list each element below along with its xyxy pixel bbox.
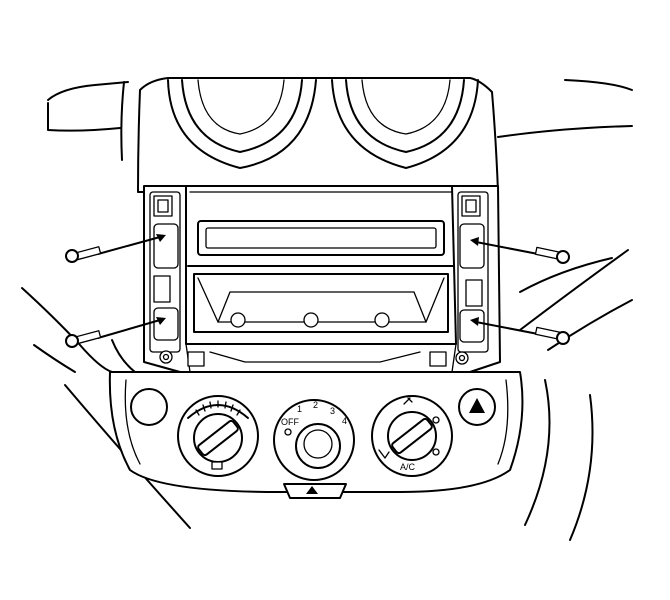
left-air-vent [167, 79, 317, 169]
screw-upper-left [65, 234, 166, 263]
temperature-dial-icon [195, 400, 241, 416]
fan-speed-4-label: 4 [342, 416, 347, 426]
cd-slot [197, 220, 445, 256]
screw-upper-right [470, 237, 570, 264]
bilevel-mode-icon [432, 416, 440, 424]
fan-icon [284, 428, 292, 436]
mode-knob[interactable]: A/C [371, 395, 453, 477]
tray-button [374, 312, 390, 328]
radio-cavity [185, 343, 457, 385]
fan-speed-1-label: 1 [297, 404, 302, 414]
recirculation-icon [306, 486, 318, 494]
right-side-bracket [455, 191, 489, 365]
defrost-indicator-icon [211, 461, 223, 470]
defrost-mode-icon [432, 448, 440, 456]
fan-speed-3-label: 3 [330, 406, 335, 416]
left-side-bracket [149, 191, 181, 364]
fan-off-label: OFF [281, 417, 299, 427]
fan-speed-knob[interactable]: OFF 1 2 3 4 [273, 399, 355, 481]
screw-lower-right [470, 317, 570, 345]
hazard-triangle-icon [469, 398, 485, 413]
tray-button [230, 312, 246, 328]
right-air-vent [331, 79, 479, 169]
vent-mode-icon [403, 397, 413, 405]
floor-mode-icon [378, 449, 390, 459]
screw-lower-left [65, 317, 166, 348]
recirculation-button[interactable] [283, 483, 347, 499]
fan-speed-2-label: 2 [313, 400, 318, 410]
vent-housing [137, 77, 499, 193]
blank-switch[interactable] [130, 388, 168, 426]
dashboard-outline [21, 79, 633, 541]
radio-unit [185, 185, 457, 345]
ac-label: A/C [400, 462, 416, 472]
tray-button [303, 312, 319, 328]
hazard-button[interactable] [458, 388, 496, 426]
temperature-knob[interactable] [177, 395, 259, 477]
